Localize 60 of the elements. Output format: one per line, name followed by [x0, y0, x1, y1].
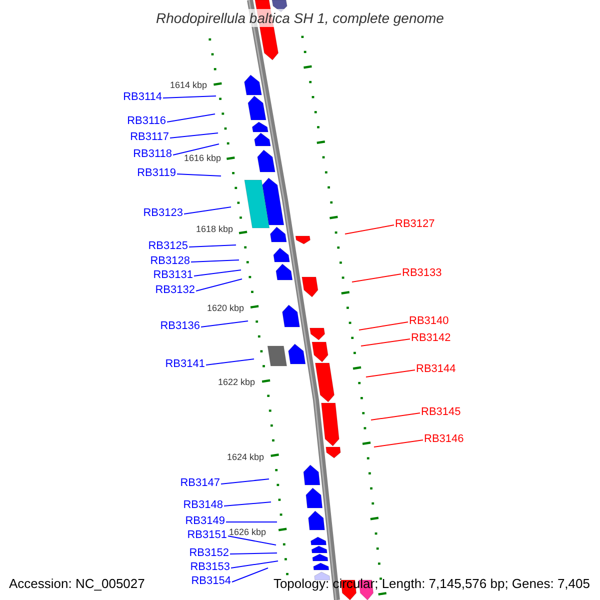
footer-text: Accession: NC_005027: [9, 577, 145, 591]
gene-label: RB3141: [165, 358, 205, 370]
leader-line: [358, 322, 408, 330]
gene-label: RB3119: [137, 167, 176, 179]
position-label: 1614 kbp: [170, 80, 207, 90]
leader-line: [344, 224, 394, 234]
leader-line: [194, 270, 242, 276]
leader-line: [374, 440, 424, 448]
position-label: 1620 kbp: [206, 303, 244, 313]
gene-label: RB3118: [133, 148, 172, 160]
gene-label: RB3147: [180, 477, 220, 489]
leader-line: [352, 274, 402, 282]
gene-label: RB3152: [189, 547, 229, 559]
leader-line: [232, 568, 268, 582]
gene-label: RB3133: [402, 267, 442, 279]
position-label: 1624 kbp: [226, 452, 264, 462]
leader-line: [220, 478, 270, 484]
leader-line: [170, 132, 218, 138]
gene-label: RB3153: [190, 561, 230, 573]
gene-label: RB3151: [187, 529, 227, 541]
gene-label: RB3149: [185, 515, 225, 527]
position-label: 1626 kbp: [228, 527, 266, 537]
gene-label: RB3142: [411, 332, 451, 344]
leader-line: [184, 206, 232, 214]
leader-line: [206, 358, 254, 366]
leader-line: [230, 560, 278, 568]
gene-label: RB3136: [160, 320, 200, 332]
leader-line: [228, 536, 276, 546]
leader-line: [370, 412, 420, 420]
position-label: 1622 kbp: [218, 377, 255, 387]
leader-line: [230, 552, 278, 554]
leader-line: [224, 502, 272, 506]
leader-line: [188, 244, 236, 248]
gene-label: RB3128: [150, 255, 190, 267]
gene-label: RB3127: [395, 218, 435, 230]
leader-line: [172, 144, 220, 156]
gene-label: RB3154: [191, 575, 231, 587]
gene-label: RB3131: [153, 269, 193, 281]
gene-label: RB3140: [409, 315, 449, 327]
gene-label: RB3125: [148, 240, 188, 252]
leader-line: [360, 338, 410, 346]
leader-line: [200, 320, 248, 328]
gene-label: RB3132: [155, 284, 195, 296]
leader-line: [366, 370, 416, 378]
position-label: 1616 kbp: [184, 153, 221, 163]
gene-label: RB3144: [416, 363, 456, 375]
leader-line: [196, 278, 242, 292]
gene-label: RB3146: [424, 433, 464, 445]
position-label: 1618 kbp: [196, 224, 233, 234]
footer-text: Topology: circular; Length: 7,145,576 bp; Genes: 7,405: [273, 577, 590, 591]
leader-line: [166, 114, 216, 122]
gene-label: RB3123: [143, 207, 183, 219]
gene-label: RB3117: [130, 131, 169, 143]
leader-line: [176, 174, 222, 176]
leader-line: [162, 96, 216, 98]
gene-label: RB3116: [127, 115, 166, 127]
gene-label: RB3145: [421, 406, 461, 418]
leader-line: [190, 260, 240, 262]
gene-label: RB3148: [183, 499, 223, 511]
gene-label: RB3114: [123, 91, 162, 103]
